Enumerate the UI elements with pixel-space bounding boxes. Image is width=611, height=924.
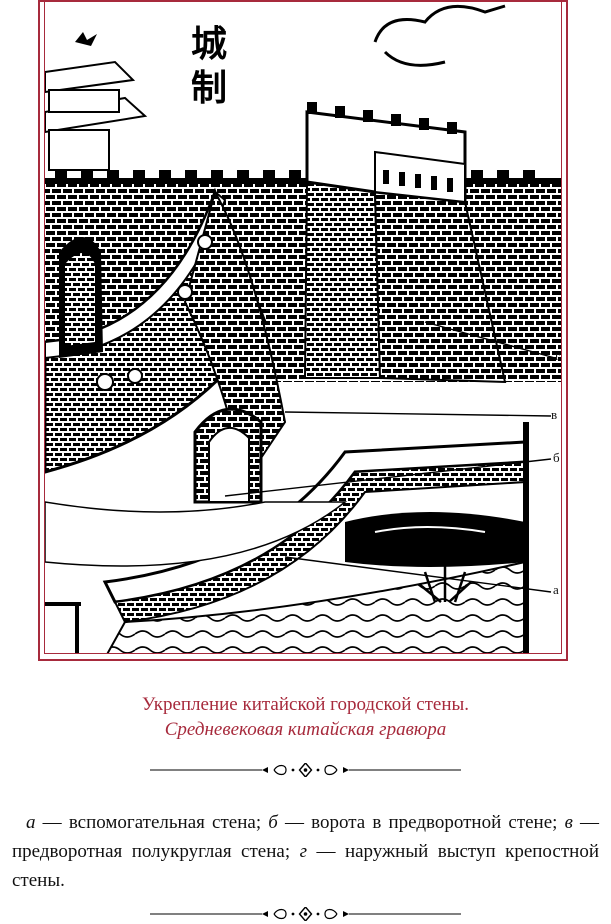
label-b: б [553,450,560,465]
figure-legend: а — вспомогательная стена; б — ворота в … [12,808,599,895]
legend-text-a: — вспомогательная стена; [35,812,269,833]
legend-letter-b: б [268,812,278,833]
legend-letter-g: г [299,841,307,862]
ornament-divider-bottom [150,907,461,921]
figure-frame: 城 制 [38,0,568,661]
legend-text-g: — наружный выступ крепостной стены. [12,841,599,891]
legend-letter-a: а [26,812,36,833]
legend-letter-v: в [564,812,573,833]
seal-char-1: 城 [191,23,227,65]
legend-text-b: — ворота в предворотной стене; [277,812,565,833]
figure-inner-frame: 城 制 [44,2,562,654]
legend-text-v: — предворотная полукруглая стена; [12,812,599,862]
ornament-divider-top [150,763,461,777]
label-g: г [555,348,561,363]
figure-caption-title: Укрепление китайской городской стены. [141,694,470,715]
engraving-illustration: 城 制 [45,4,561,653]
label-a: а [553,582,559,597]
figure-caption-subtitle: Средневековая китайская гравюра [164,719,447,740]
label-v: в [551,407,558,422]
seal-char-2: 制 [191,67,227,109]
